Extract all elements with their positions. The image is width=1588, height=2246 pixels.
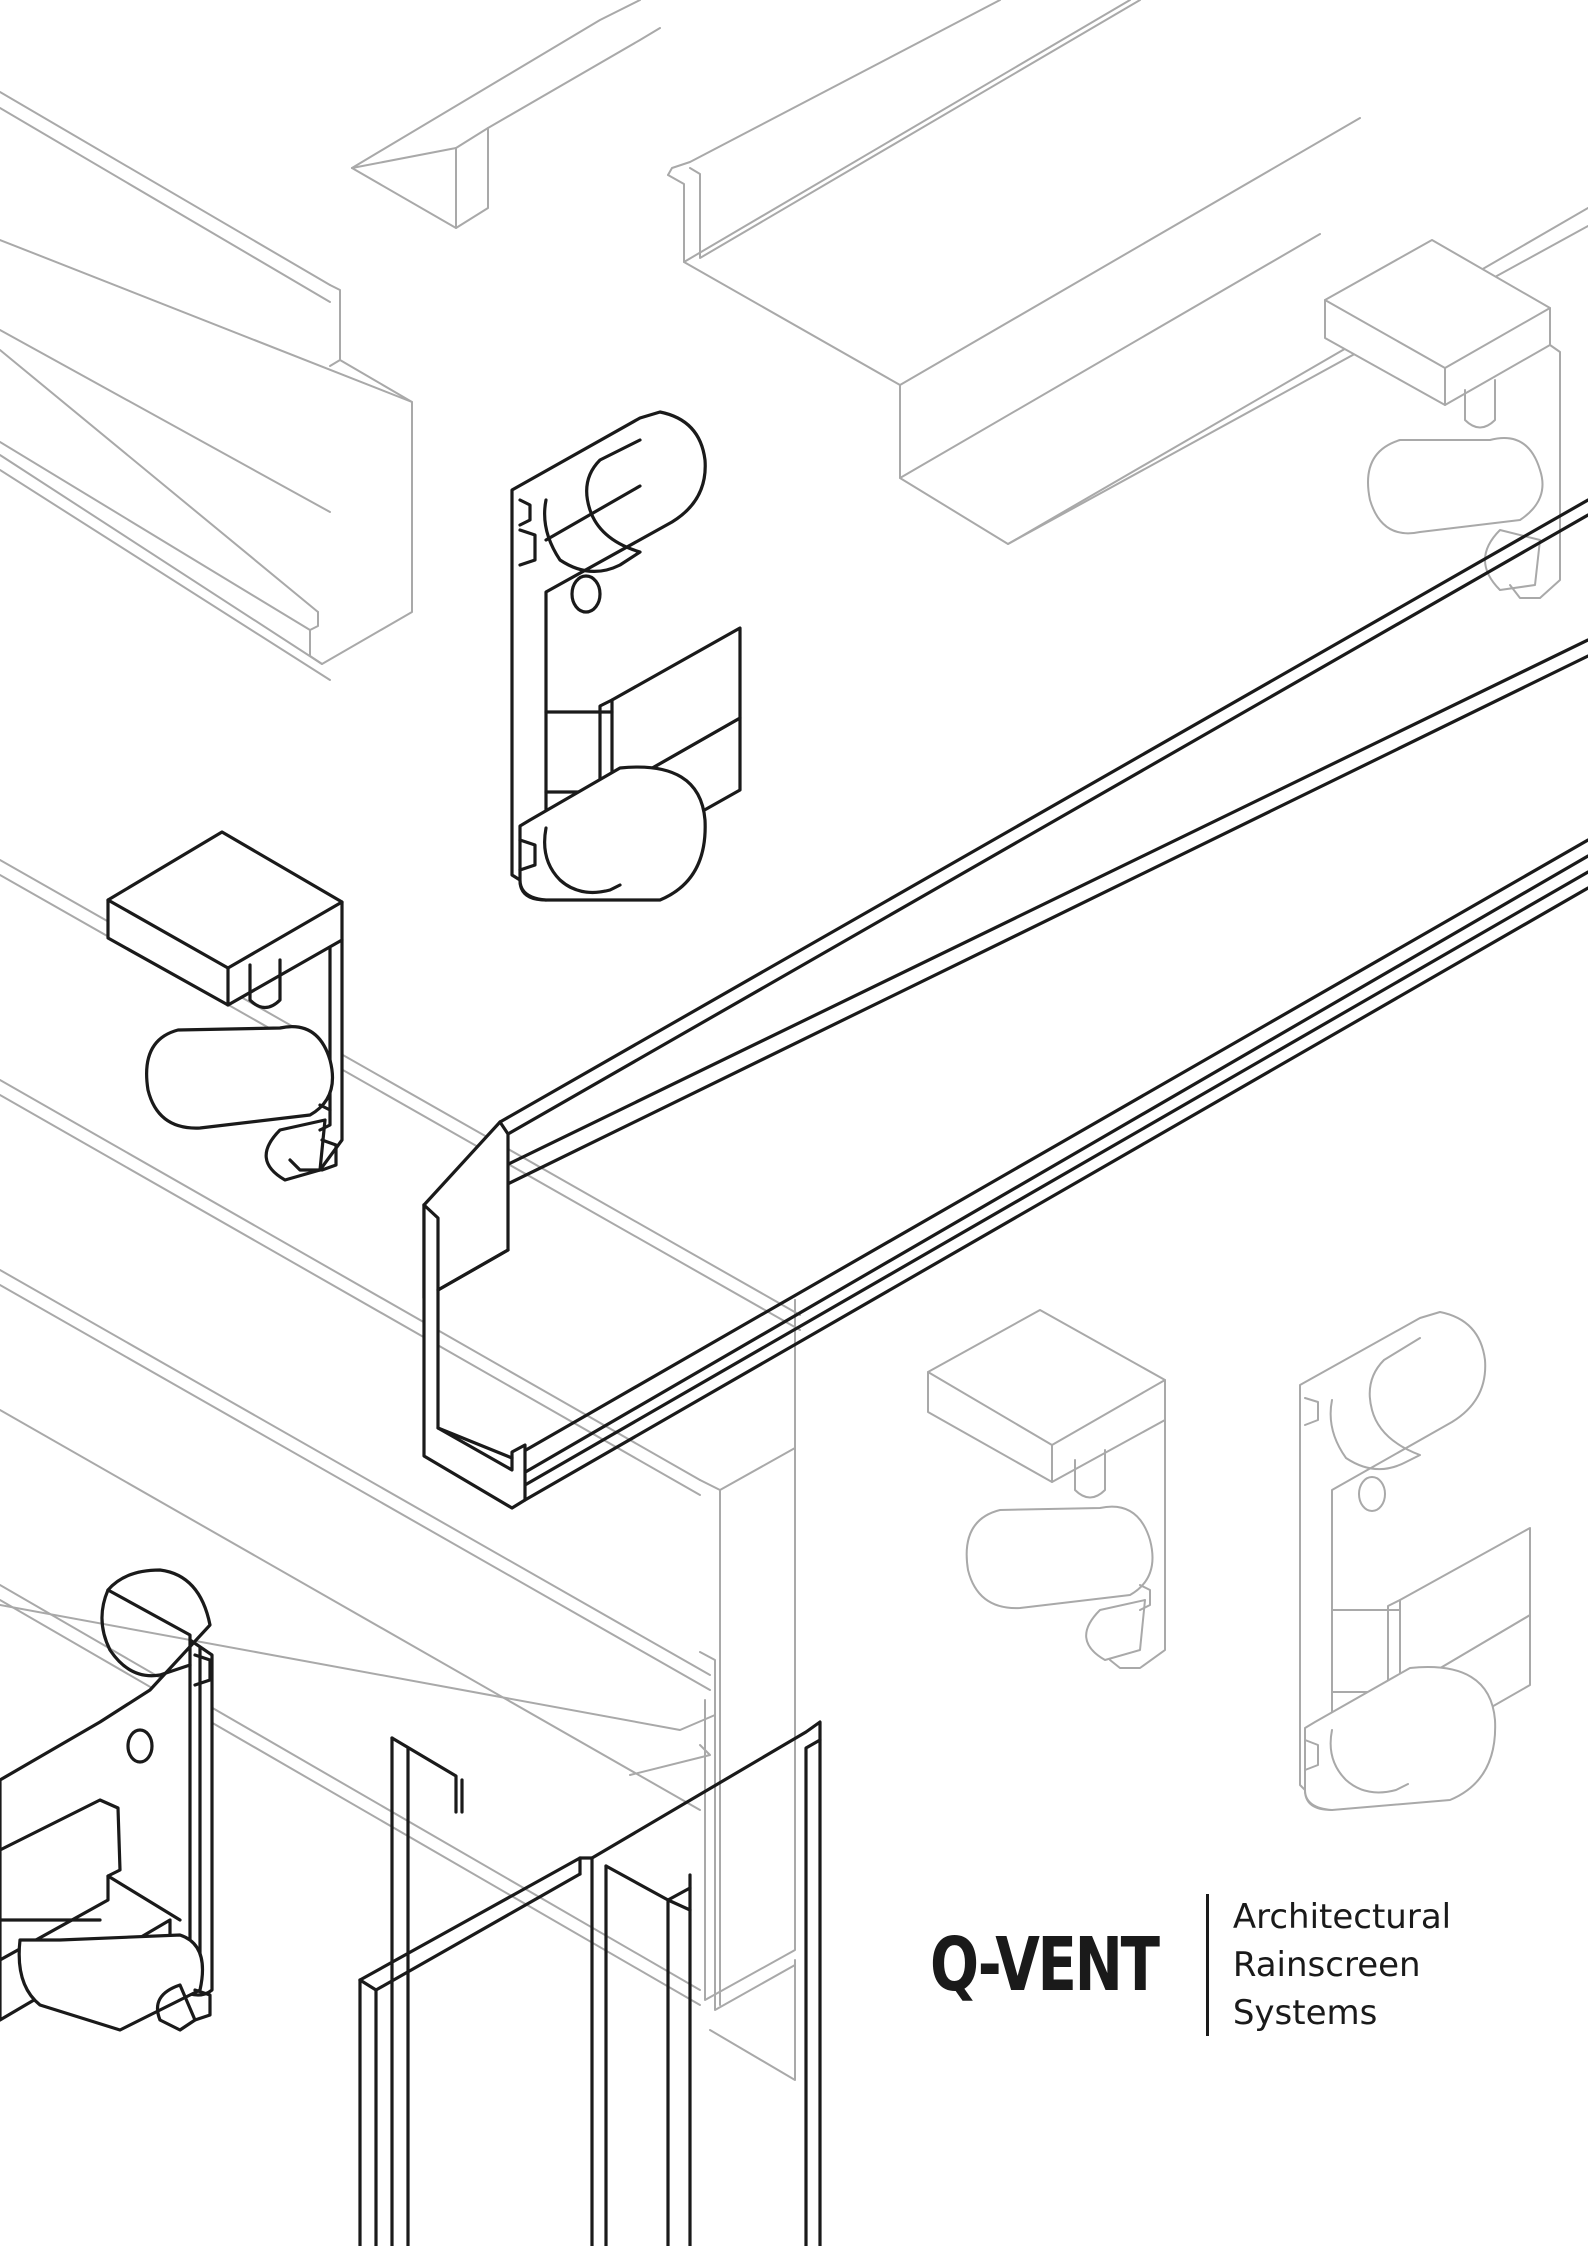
right-clip xyxy=(927,1309,1166,1669)
tagline-line-1: Architectural xyxy=(1232,1897,1452,1937)
top-right-clip xyxy=(1324,239,1561,599)
top-left-channel-profile xyxy=(0,91,413,681)
brand-block: Q-VENT Architectural Rainscreen Systems xyxy=(930,1890,1451,2040)
tagline: Architectural Rainscreen Systems xyxy=(1233,1893,1451,2037)
tagline-line-3: Systems xyxy=(1232,1993,1378,2033)
tagline-line-2: Rainscreen xyxy=(1232,1945,1421,1985)
brand-divider xyxy=(1205,1894,1209,2036)
left-clip xyxy=(106,830,344,1182)
qvent-logo: Q-VENT xyxy=(930,1922,1160,2008)
bottom-t-profile xyxy=(358,1720,822,2246)
vertical-clip-top xyxy=(510,410,742,902)
vertical-clip-bottom-left xyxy=(0,1568,214,2032)
center-channel-profile xyxy=(422,498,1588,1510)
vertical-clip-right xyxy=(1299,1311,1531,1811)
